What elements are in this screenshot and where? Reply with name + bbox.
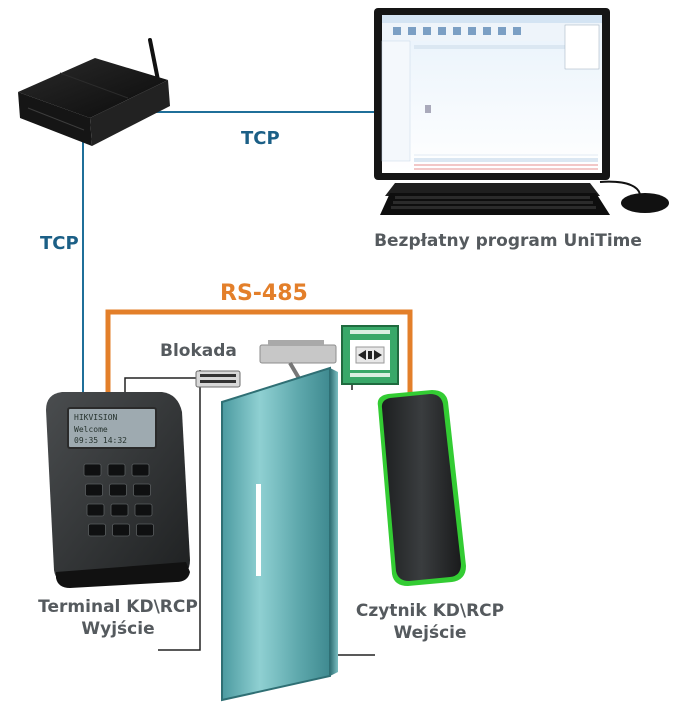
keypad-key [109,483,127,497]
terminal-label-line1: Terminal KD\RCP [38,597,198,617]
keypad-key [107,463,126,477]
mouse-icon [621,193,669,213]
reader-label: Czytnik KD\RCP Wejście [330,600,530,644]
card-reader-icon [377,390,466,586]
terminal-screen [67,407,157,449]
terminal-label-line2: Wyjście [81,619,155,639]
keypad-terminal-icon: HIKVISION Welcome 09:35 14:32 [46,392,190,588]
emergency-exit-button-icon [341,325,399,385]
magnetic-lock-icon [195,370,241,388]
rs485-label: RS-485 [220,281,308,306]
keypad-key [110,503,129,517]
terminal-screen-line2: Welcome [74,425,108,434]
rs485-bus [105,309,413,398]
glass-door-icon [221,366,338,702]
computer-icon [374,8,669,215]
terminal-screen-line1: HIKVISION [74,413,118,422]
keypad-key [136,523,154,537]
terminal-keypad [83,463,154,537]
keypad-key [85,483,103,497]
blokada-label: Blokada [160,341,237,361]
reader-label-line1: Czytnik KD\RCP [355,601,505,621]
tcp-label-left: TCP [40,233,79,254]
tcp-label-top: TCP [241,128,280,149]
terminal-screen-line3: 09:35 14:32 [74,436,127,445]
keypad-key [133,483,151,497]
keypad-key [86,503,105,517]
router-icon [18,38,170,146]
keypad-key [131,463,150,477]
keypad-key [88,523,106,537]
keypad-key [112,523,130,537]
reader-label-line2: Wejście [393,623,467,643]
door-handle [256,484,261,576]
keypad-key [134,503,153,517]
terminal-label: Terminal KD\RCP Wyjście [18,596,218,640]
program-label: Bezpłatny program UniTime [374,231,642,251]
keypad-key [83,463,102,477]
tcp-connections [82,111,383,395]
